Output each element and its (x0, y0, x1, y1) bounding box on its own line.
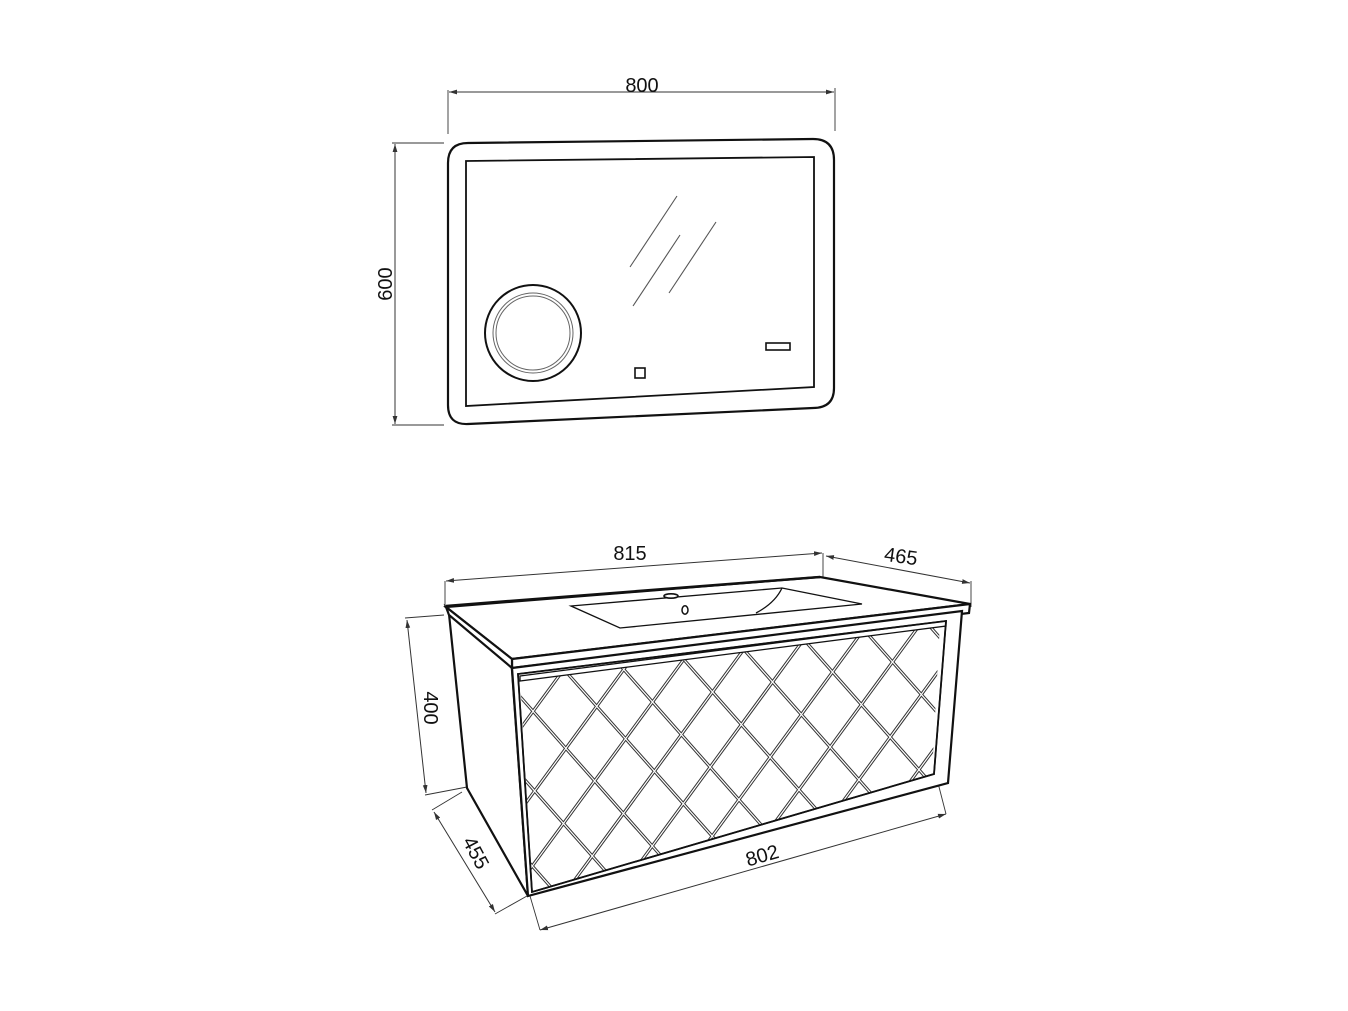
countertop-depth-label: 465 (883, 544, 919, 570)
countertop-depth-dimension: 465 (825, 544, 972, 607)
cabinet-depth-label: 455 (458, 833, 493, 873)
indicator-display (765, 342, 791, 351)
magnifier-mirror (484, 284, 582, 382)
vanity-cabinet: 815 465 400 455 802 (404, 543, 972, 931)
cabinet-width-label: 802 (743, 841, 781, 871)
mirror-width-dimension: 800 (447, 75, 836, 134)
countertop-width-dimension: 815 (444, 543, 824, 608)
cabinet-height-dimension: 400 (404, 614, 468, 796)
mirror: 800 600 (375, 75, 836, 426)
mirror-height-dimension: 600 (375, 142, 444, 426)
cabinet-height-label: 400 (419, 691, 441, 724)
basin (568, 587, 863, 629)
mirror-height-label: 600 (375, 267, 397, 300)
countertop-width-label: 815 (613, 543, 646, 565)
faucet-hole (663, 592, 679, 599)
overflow-hole (681, 605, 689, 615)
mirror-outer-frame (446, 137, 836, 426)
mirror-glass (465, 156, 815, 407)
mirror-width-label: 800 (625, 75, 658, 97)
reflection-lines (629, 195, 717, 307)
touch-switch-icon (634, 367, 646, 379)
